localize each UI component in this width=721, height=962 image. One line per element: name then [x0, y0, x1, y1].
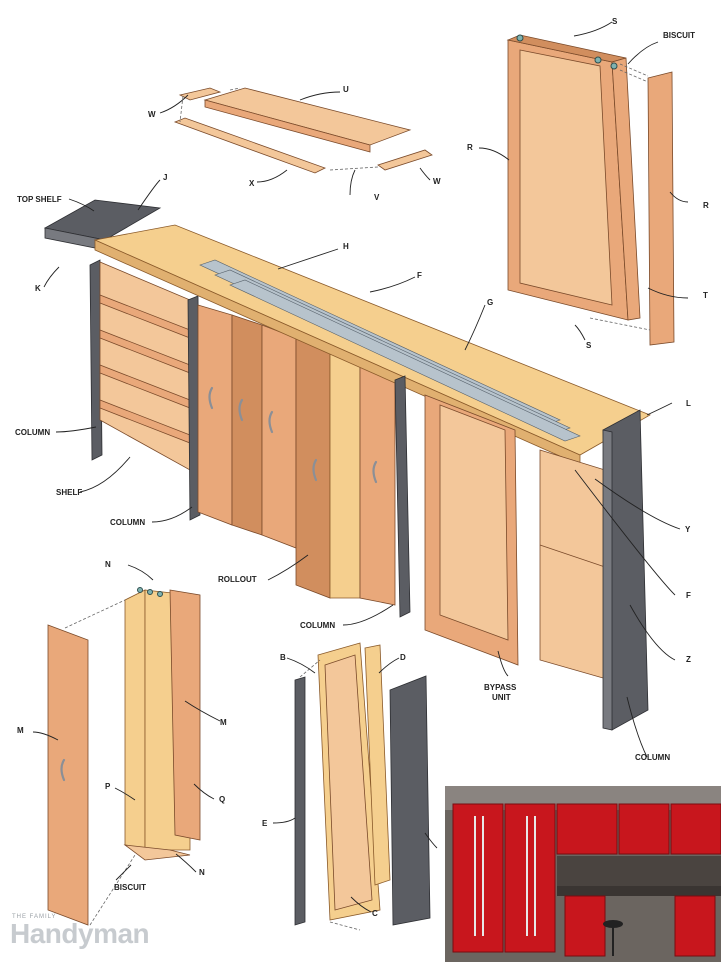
brand-tagline: THE FAMILY [12, 914, 57, 920]
label-column-left: COLUMN [15, 428, 50, 437]
label-j: J [163, 173, 167, 182]
label-g: G [487, 298, 493, 307]
label-s-top: S [612, 17, 618, 26]
label-c: C [372, 909, 378, 918]
label-l: L [686, 399, 691, 408]
label-r-right: R [703, 201, 709, 210]
garage-cabinets-photo [445, 786, 721, 962]
label-x: X [249, 179, 255, 188]
label-f-top: F [417, 271, 422, 280]
rollout-exploded [47, 587, 201, 926]
brand-name: Handyman [10, 918, 150, 949]
label-y: Y [685, 525, 691, 534]
part-labels: S BISCUIT R R T S U W X W V J TOP SHELF … [15, 17, 709, 918]
label-column-center: COLUMN [300, 621, 335, 630]
label-biscuit-top: BISCUIT [663, 31, 695, 40]
label-w-right: W [433, 177, 441, 186]
label-top-shelf: TOP SHELF [17, 195, 62, 204]
family-handyman-logo: THE FAMILY Handyman [10, 910, 170, 954]
label-shelf: SHELF [56, 488, 82, 497]
label-b: B [280, 653, 286, 662]
label-r-left: R [467, 143, 473, 152]
column-exploded [294, 642, 431, 931]
label-u: U [343, 85, 349, 94]
main-assembly [43, 199, 651, 731]
top-panel-group [173, 87, 433, 174]
label-w-left: W [148, 110, 156, 119]
label-f-right: F [686, 591, 691, 600]
label-n-bottom: N [199, 868, 205, 877]
label-m-right: M [220, 718, 227, 727]
label-e: E [262, 819, 268, 828]
label-column-right: COLUMN [635, 753, 670, 762]
label-m-left: M [17, 726, 24, 735]
label-q: Q [219, 795, 225, 804]
label-v: V [374, 193, 380, 202]
label-biscuit-bottom: BISCUIT [114, 883, 146, 892]
label-s-bottom: S [586, 341, 592, 350]
label-n-top: N [105, 560, 111, 569]
label-z: Z [686, 655, 691, 664]
label-column-mid: COLUMN [110, 518, 145, 527]
label-d: D [400, 653, 406, 662]
label-k: K [35, 284, 41, 293]
leader-lines [32, 21, 689, 913]
label-p: P [105, 782, 111, 791]
label-bypass-unit-2: UNIT [492, 693, 511, 702]
label-t: T [703, 291, 708, 300]
label-h: H [343, 242, 349, 251]
label-bypass-unit-1: BYPASS [484, 683, 517, 692]
label-rollout: ROLLOUT [218, 575, 257, 584]
side-panel-group [506, 34, 675, 346]
